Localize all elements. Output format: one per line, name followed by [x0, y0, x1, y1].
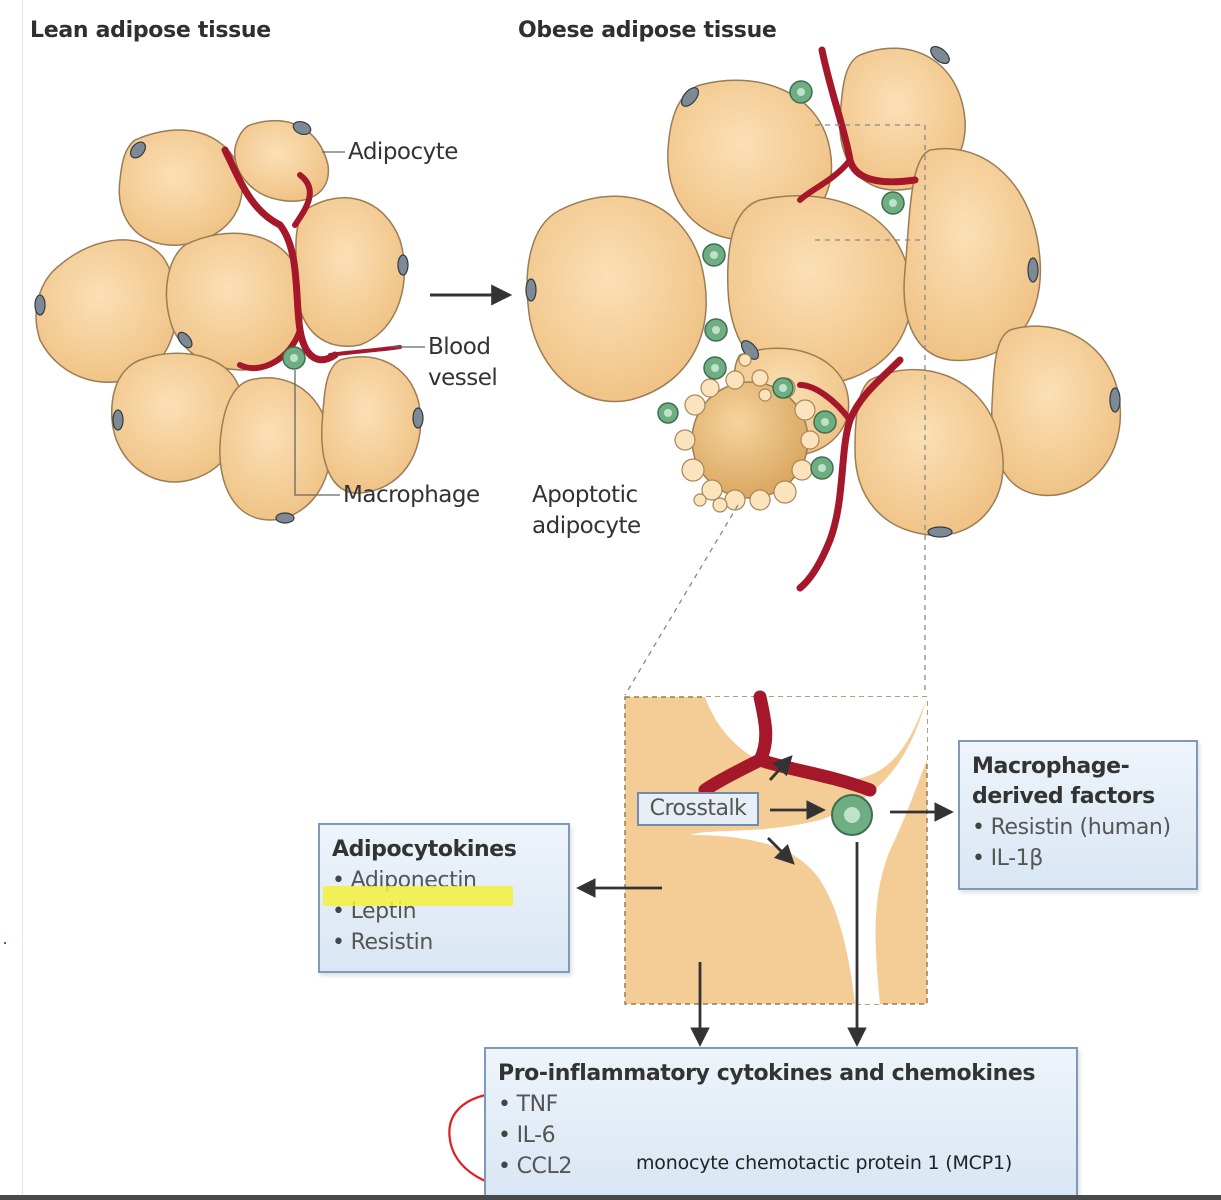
apoptotic-adipocyte-label: Apoptotic adipocyte [532, 480, 641, 542]
obese-cell-3 [526, 195, 707, 403]
left-border [22, 0, 23, 1195]
flow-arrows [576, 755, 954, 1047]
adipocytokines-title: Adipocytokines [332, 837, 517, 862]
proinflammatory-item: •TNF [498, 1092, 558, 1117]
obese-blood-vessel [796, 46, 919, 592]
inset-gap-lower [690, 697, 927, 1004]
lean-cell-5 [295, 197, 406, 347]
macrophage-factors-box: Macrophage- derived factors •Resistin (h… [958, 740, 1198, 890]
proinflammatory-item: •IL-6 [498, 1123, 556, 1148]
obese-cell-6 [991, 325, 1122, 497]
lean-macrophage [282, 346, 306, 370]
lean-leader-lines [294, 151, 425, 496]
stray-mark [4, 942, 6, 944]
blood-vessel-line-2: vessel [428, 365, 498, 391]
obese-tissue [526, 47, 1122, 537]
macrophage-factor-item: •Resistin (human) [972, 815, 1171, 840]
macrophage-label: Macrophage [343, 482, 480, 508]
zoom-inset [624, 690, 928, 1005]
obese-cell-7 [854, 368, 1004, 537]
lean-blood-vessel [221, 146, 402, 372]
adiponectin-highlight [323, 886, 513, 906]
lean-cell-8 [321, 356, 422, 494]
blood-vessel-line-1: Blood [428, 334, 491, 360]
apoptotic-adipocyte [674, 353, 820, 513]
lean-tissue [35, 120, 422, 521]
lean-cell-2 [233, 120, 330, 202]
proinflammatory-item: •CCL2 [498, 1154, 572, 1179]
inset-vessel [698, 690, 877, 797]
lean-nuclei [34, 120, 424, 524]
apoptotic-line-2: adipocyte [532, 513, 641, 539]
proinflammatory-box: Pro-inflammatory cytokines and chemokine… [484, 1047, 1078, 1197]
macrophage-factor-item: •IL-1β [972, 846, 1043, 871]
apoptotic-line-1: Apoptotic [532, 482, 638, 508]
zoom-guides [624, 124, 926, 696]
macrophage-factors-title-1: Macrophage- [972, 754, 1130, 779]
obese-heading: Obese adipose tissue [518, 18, 777, 43]
crosstalk-label: Crosstalk [637, 792, 759, 826]
proinflammatory-title: Pro-inflammatory cytokines and chemokine… [498, 1061, 1036, 1086]
blood-vessel-label: Blood vessel [428, 332, 498, 394]
mcp1-annotation: monocyte chemotactic protein 1 (MCP1) [636, 1152, 1013, 1174]
inset-macrophage [831, 794, 873, 836]
lean-cell-7 [219, 377, 332, 521]
obese-nuclei [525, 45, 1121, 538]
bottom-border [0, 1195, 1221, 1200]
adipocyte-label: Adipocyte [348, 139, 458, 165]
lean-cell-6 [111, 352, 243, 483]
obese-cell-5 [903, 147, 1042, 362]
macrophage-factors-title-2: derived factors [972, 784, 1155, 809]
lean-heading: Lean adipose tissue [30, 18, 271, 43]
obese-macrophage-cores [664, 88, 897, 472]
adipocytokine-item: •Resistin [332, 930, 433, 955]
lean-cell-4 [165, 232, 304, 371]
